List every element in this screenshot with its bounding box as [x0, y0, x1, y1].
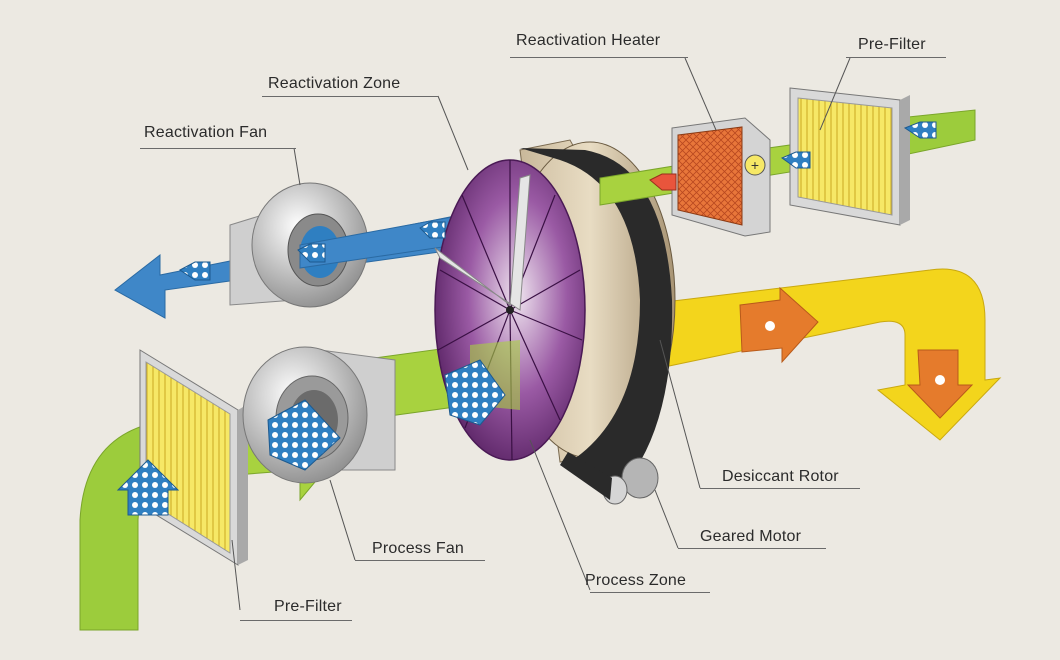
pre-filter-bottom-media [145, 361, 231, 554]
label-geared-motor: Geared Motor [700, 528, 802, 545]
label-reactivation-zone: Reactivation Zone [268, 75, 401, 92]
geared-motor [560, 452, 659, 505]
dry-air-outlet-duct [639, 268, 1002, 441]
dry-air-arrow-1 [739, 286, 819, 364]
label-reactivation-fan: Reactivation Fan [144, 124, 268, 141]
reactivation-heater: + [671, 117, 771, 237]
label-process-fan: Process Fan [372, 540, 465, 557]
process-air-indicators [116, 359, 506, 516]
label-pre-filter-top: Pre-Filter [858, 36, 926, 53]
label-process-zone: Process Zone [585, 572, 687, 589]
label-desiccant-rotor: Desiccant Rotor [722, 468, 839, 485]
pre-filter-top-media [797, 97, 893, 216]
svg-text:+: + [751, 157, 759, 173]
leader-lines [231, 57, 851, 611]
label-pre-filter-bottom: Pre-Filter [274, 598, 342, 615]
label-reactivation-heater: Reactivation Heater [516, 32, 661, 49]
reactivation-air-indicators [179, 121, 937, 281]
